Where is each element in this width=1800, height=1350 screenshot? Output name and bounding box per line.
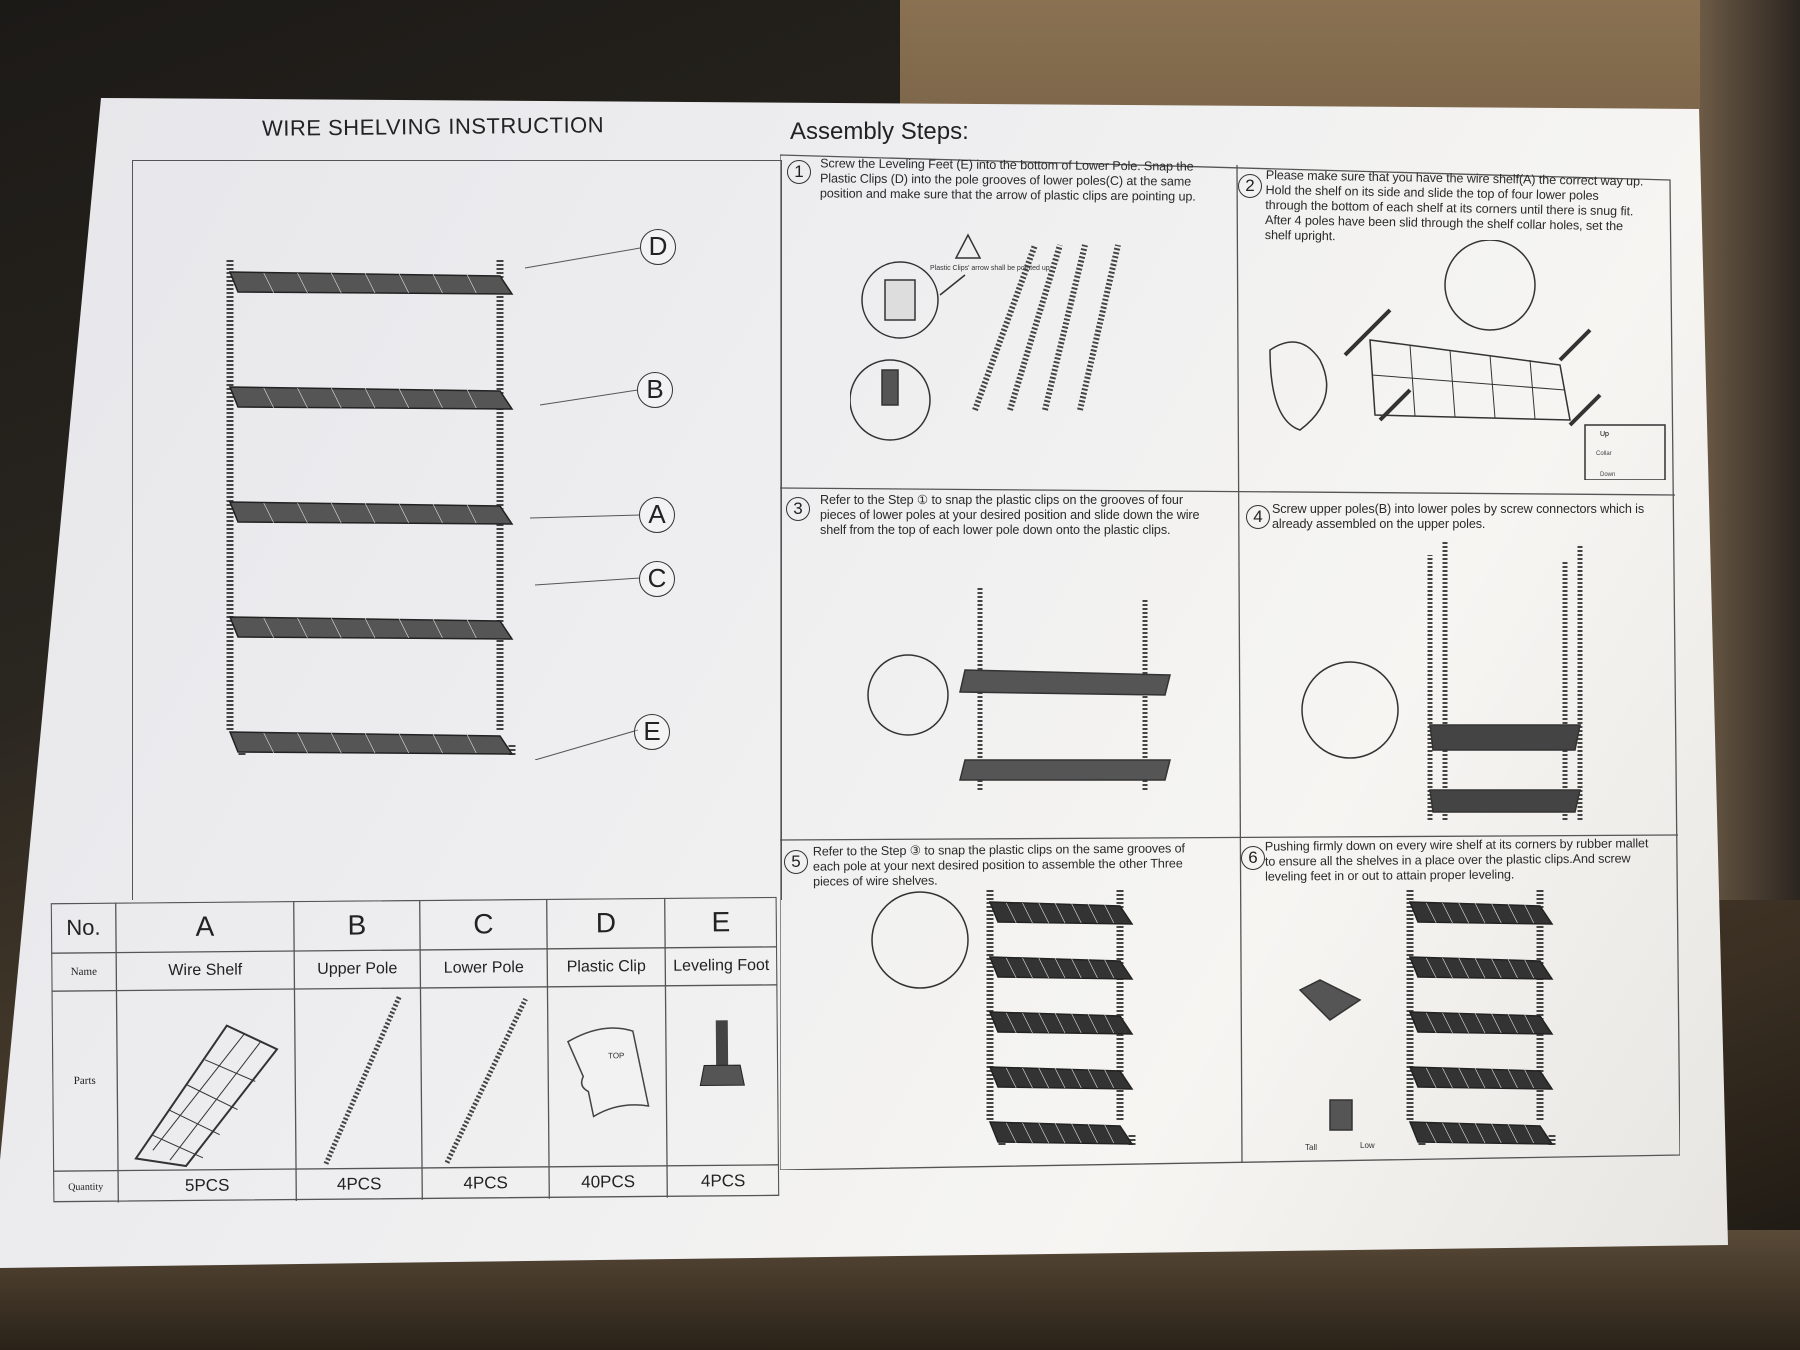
row-label-name: Name <box>70 965 97 979</box>
wire-shelf <box>1408 1066 1554 1090</box>
part-name: Leveling Foot <box>673 956 770 975</box>
step-2-text: Please make sure that you have the wire … <box>1265 168 1644 250</box>
wire-shelf <box>228 501 514 525</box>
part-letter: B <box>347 909 367 941</box>
step-number: 3 <box>786 497 810 521</box>
wire-shelf <box>988 901 1134 925</box>
row-label-parts: Parts <box>73 1074 96 1087</box>
step-6-illustration: Tall Low <box>1298 890 1556 1152</box>
part-name: Lower Pole <box>443 959 524 977</box>
part-name: Plastic Clip <box>566 957 646 976</box>
upper-pole-part-icon <box>323 995 402 1165</box>
step-number: 4 <box>1246 505 1270 529</box>
step-number: 2 <box>1238 174 1262 198</box>
clip-note: Plastic Clips' arrow shall be pointed up <box>930 265 1050 272</box>
low-label: Low <box>1360 1141 1375 1150</box>
lower-pole-part-icon <box>444 997 528 1164</box>
callout-lines <box>524 247 641 760</box>
callout-d: D <box>640 229 676 265</box>
part-name: Upper Pole <box>317 960 398 978</box>
text-line: Refer to the Step ① to snap the plastic … <box>820 493 1183 507</box>
plastic-clip-part-icon: TOP <box>566 1027 650 1118</box>
part-letter: D <box>595 907 617 939</box>
step-3-text: Refer to the Step ① to snap the plastic … <box>820 493 1200 538</box>
part-letter: A <box>195 910 215 942</box>
part-letter: E <box>711 906 731 938</box>
header-no: No. <box>66 914 101 941</box>
step-number: 5 <box>784 850 808 874</box>
part-letter: C <box>473 908 494 940</box>
wire-shelf <box>1408 1011 1554 1035</box>
wire-shelf <box>228 731 514 755</box>
wire-shelf <box>988 1011 1134 1035</box>
inset-up-label: Up <box>1600 431 1609 438</box>
step-5-illustration <box>871 890 1136 1145</box>
text-line: shelf from the top of each lower pole do… <box>820 523 1171 537</box>
document-title: WIRE SHELVING INSTRUCTION <box>261 112 605 141</box>
step-2-illustration: Up Collar Down <box>1269 240 1666 480</box>
part-quantity: 4PCS <box>336 1174 382 1194</box>
wire-shelf <box>228 271 514 295</box>
wire-shelf <box>988 1121 1134 1145</box>
step-number: 1 <box>787 160 811 184</box>
step-1-illustration: Plastic Clips' arrow shall be pointed up <box>850 233 1121 441</box>
rack-drawing <box>226 260 516 755</box>
callout-a: A <box>639 497 675 533</box>
step-4-illustration <box>1301 540 1583 820</box>
wire-shelf <box>1408 901 1554 925</box>
wire-shelf <box>988 956 1134 980</box>
text-line: pieces of lower poles at your desired po… <box>820 508 1200 522</box>
step-4-text: Screw upper poles(B) into lower poles by… <box>1272 502 1644 532</box>
text-line: already assembled on the upper poles. <box>1272 517 1486 531</box>
step-1-text: Screw the Leveling Feet (E) into the bot… <box>820 156 1196 204</box>
part-quantity: 40PCS <box>581 1172 636 1192</box>
wire-shelf <box>228 386 514 410</box>
part-quantity: 4PCS <box>463 1173 508 1193</box>
rack-drawing <box>986 890 1136 1145</box>
assembly-steps-heading: Assembly Steps: <box>790 118 969 145</box>
parts-table: No. Name Parts Quantity A B C D E Wire S… <box>50 896 780 1203</box>
steps-grid <box>780 154 1680 1170</box>
table-grid <box>50 896 780 1203</box>
part-quantity: 4PCS <box>700 1171 746 1191</box>
assembled-shelf-illustration <box>226 260 516 755</box>
wire-shelf <box>988 1066 1134 1090</box>
clip-top-label: TOP <box>608 1051 624 1060</box>
callout-e: E <box>634 714 670 750</box>
leveling-foot-part-icon <box>699 1020 745 1087</box>
part-quantity: 5PCS <box>184 1175 230 1196</box>
overview-frame <box>132 160 782 900</box>
wire-shelf <box>1408 1121 1554 1145</box>
text-line: Screw upper poles(B) into lower poles by… <box>1272 502 1645 516</box>
tall-label: Tall <box>1305 1143 1317 1152</box>
step-number: 6 <box>1241 846 1265 870</box>
background-box <box>1700 0 1800 900</box>
step-6-text: Pushing firmly down on every wire shelf … <box>1265 836 1649 884</box>
part-name: Wire Shelf <box>168 961 243 980</box>
wire-shelf <box>228 616 514 640</box>
rack-drawing <box>1406 890 1556 1145</box>
step-3-illustration <box>867 588 1171 790</box>
wire-shelf <box>1408 956 1554 980</box>
callout-c: C <box>639 561 675 597</box>
callout-b: B <box>637 372 673 408</box>
row-label-quantity: Quantity <box>68 1181 104 1193</box>
inset-down-label: Down <box>1600 472 1615 478</box>
wire-shelf-part-icon <box>134 1024 279 1168</box>
inset-collar-label: Collar <box>1596 451 1612 457</box>
